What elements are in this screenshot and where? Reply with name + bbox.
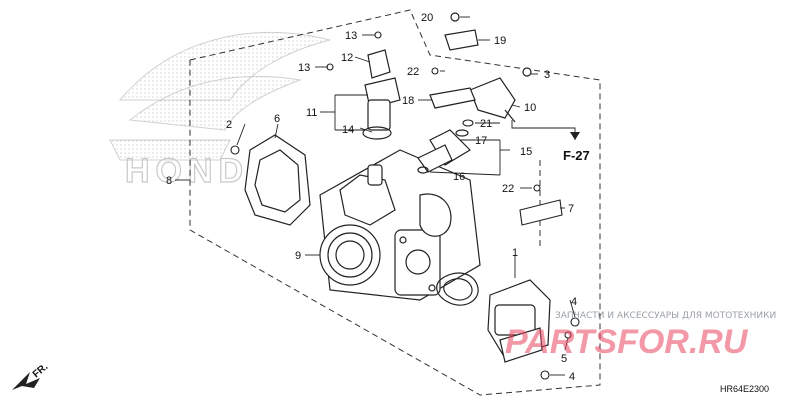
watermark: ЗАПЧАСТИ И АКСЕССУАРЫ ДЛЯ МОТОТЕХНИКИ PA… bbox=[505, 311, 776, 361]
small-parts bbox=[230, 31, 580, 380]
callout-9: 9 bbox=[295, 250, 301, 262]
air-valve bbox=[429, 12, 532, 123]
callout-19: 19 bbox=[494, 35, 506, 47]
callout-5: 5 bbox=[561, 353, 567, 365]
honda-wing-logo: HONDA bbox=[109, 32, 331, 191]
callout-17: 17 bbox=[475, 135, 487, 147]
callout-8: 8 bbox=[166, 175, 172, 187]
callout-21: 21 bbox=[480, 118, 492, 130]
front-label: FR. bbox=[31, 361, 51, 380]
callout-1: 1 bbox=[512, 247, 518, 259]
sensor-o-ring bbox=[436, 272, 479, 306]
callout-20: 20 bbox=[421, 12, 433, 24]
callout-10: 10 bbox=[524, 102, 536, 114]
callout-4a: 4 bbox=[571, 296, 577, 308]
callout-6: 6 bbox=[274, 113, 280, 125]
screw-4a bbox=[570, 317, 580, 327]
o-ring-21 bbox=[462, 119, 474, 127]
throttle-position-sensor bbox=[487, 279, 551, 363]
bolt-2 bbox=[230, 145, 240, 155]
watermark-text: ЗАПЧАСТИ И АКСЕССУАРЫ ДЛЯ МОТОТЕХНИКИ bbox=[555, 311, 776, 321]
diagram-code: HR64E2300 bbox=[720, 384, 769, 394]
callout-16: 16 bbox=[453, 171, 465, 183]
callout-3: 3 bbox=[544, 69, 550, 81]
throttle-body bbox=[319, 149, 481, 301]
front-direction-arrow: FR. bbox=[12, 361, 50, 390]
sensor-bracket bbox=[244, 134, 311, 226]
plate-7 bbox=[519, 199, 563, 226]
screw-13a bbox=[374, 31, 382, 39]
callout-2: 2 bbox=[226, 119, 232, 131]
callout-12: 12 bbox=[341, 52, 353, 64]
screw-4b bbox=[540, 370, 550, 380]
callout-4b: 4 bbox=[569, 371, 575, 383]
bolt-22a bbox=[431, 67, 439, 75]
callout-11: 11 bbox=[306, 107, 317, 119]
callout-14: 14 bbox=[342, 124, 354, 136]
callout-13a: 13 bbox=[345, 30, 357, 42]
injector-assembly bbox=[362, 49, 401, 140]
callouts: 1 2 3 4 4 5 6 7 8 9 10 11 12 13 13 14 15… bbox=[166, 12, 577, 383]
reference-label: F-27 bbox=[563, 148, 590, 163]
bolt-22b bbox=[533, 184, 541, 192]
fuel-injector bbox=[417, 129, 471, 174]
callout-22a: 22 bbox=[407, 66, 419, 78]
reference-arrow: F-27 bbox=[563, 132, 590, 163]
callout-7: 7 bbox=[568, 203, 574, 215]
callout-13b: 13 bbox=[298, 62, 310, 74]
leader-lines bbox=[175, 16, 576, 376]
watermark-logo: PARTSFOR.RU bbox=[505, 323, 749, 361]
callout-18: 18 bbox=[402, 95, 414, 107]
callout-15: 15 bbox=[520, 146, 532, 158]
callout-22b: 22 bbox=[502, 183, 514, 195]
